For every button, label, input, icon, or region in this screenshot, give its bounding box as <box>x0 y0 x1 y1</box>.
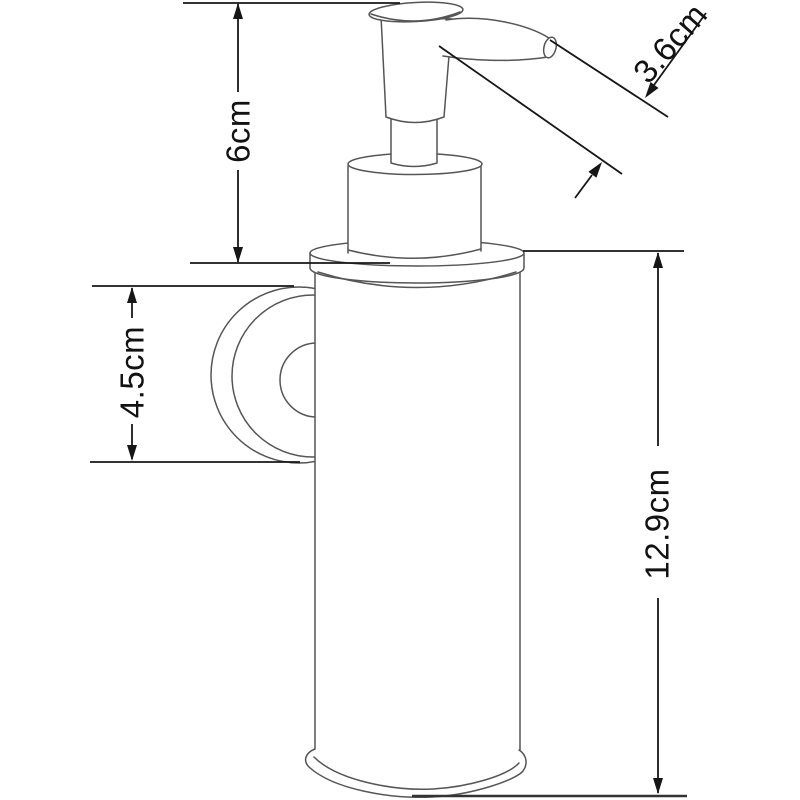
arrow-up-icon <box>653 252 663 268</box>
pump-cap-rim-line <box>370 11 461 22</box>
dim-label-body-height: 12.9cm <box>639 468 676 579</box>
ext-line-spout-lower <box>438 45 623 175</box>
pump-collar-sides <box>347 165 482 254</box>
ext-line-spout-upper <box>549 39 669 118</box>
spout-fill <box>443 18 549 61</box>
leader-line-upper <box>653 12 707 86</box>
spout-bottom-edge <box>442 55 549 62</box>
bottle-body-sides <box>314 257 521 753</box>
bottle-body-fill <box>315 256 520 753</box>
pump-neck-fill <box>391 114 437 167</box>
pump-head <box>380 15 453 124</box>
arrow-up-icon <box>127 287 137 303</box>
flange-band <box>309 252 525 284</box>
dim-label-spout-length: 3.6cm <box>626 0 715 90</box>
spout-top-edge <box>445 17 550 39</box>
arrow-diagonal-icon <box>588 162 602 178</box>
pump-assembly <box>347 1 558 259</box>
dimension-pump-height: 6cm <box>183 2 400 264</box>
dimension-bracket-height: 4.5cm <box>90 285 300 463</box>
pump-collar-bottom-arc <box>347 248 482 259</box>
pump-neck-outline <box>390 113 438 168</box>
pump-collar-fill <box>348 164 481 255</box>
dim-label-pump-height: 6cm <box>220 99 257 163</box>
arrow-down-icon <box>127 445 137 461</box>
arrow-down-icon <box>653 778 663 794</box>
flange-lower-rim-arc <box>317 271 517 289</box>
arrow-diagonal-icon <box>645 82 659 98</box>
bottle-bottom-rim-fill <box>305 749 527 798</box>
arrow-up-icon <box>233 3 243 19</box>
dimension-body-height: 12.9cm <box>412 250 687 798</box>
bottle <box>304 256 527 799</box>
dim-label-bracket-height: 4.5cm <box>114 326 151 418</box>
arrow-down-icon <box>233 247 243 263</box>
leader-line-lower <box>574 174 593 199</box>
bottle-bottom-rim-inner <box>313 756 520 790</box>
